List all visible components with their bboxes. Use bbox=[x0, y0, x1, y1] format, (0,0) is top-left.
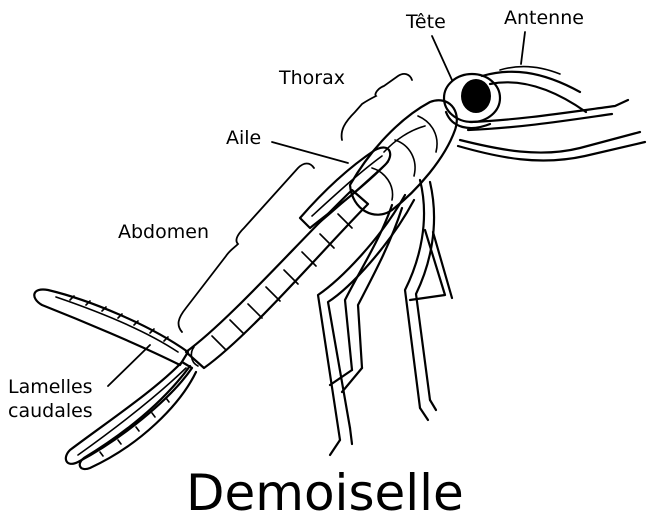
label-abdomen: Abdomen bbox=[118, 221, 209, 243]
label-lamelles-line1: Lamelles bbox=[8, 376, 93, 398]
tete-leader bbox=[432, 36, 452, 80]
legs-drawing bbox=[318, 100, 645, 455]
label-thorax: Thorax bbox=[278, 67, 345, 89]
label-antenne: Antenne bbox=[504, 7, 584, 29]
abdomen-drawing bbox=[186, 190, 368, 368]
thorax-bracket bbox=[342, 74, 412, 140]
label-lamelles-line2: caudales bbox=[8, 400, 93, 422]
label-aile: Aile bbox=[226, 127, 261, 149]
label-tete: Tête bbox=[405, 11, 446, 33]
labels: Tête Antenne Thorax Aile Abdomen Lamelle… bbox=[8, 7, 584, 522]
diagram-title: Demoiselle bbox=[186, 464, 464, 522]
aile-leader bbox=[272, 142, 348, 163]
antenne-leader bbox=[521, 32, 525, 64]
damselfly-illustration bbox=[34, 67, 645, 470]
lamelles-leader bbox=[108, 345, 150, 386]
wing-drawing bbox=[300, 148, 390, 228]
